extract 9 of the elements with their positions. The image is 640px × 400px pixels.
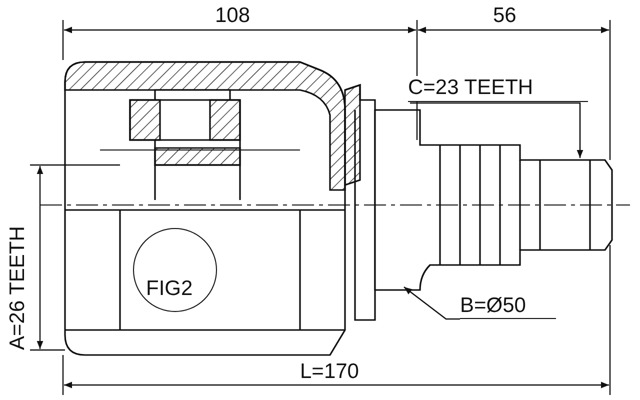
leader-line — [410, 102, 584, 158]
dimension-text: 108 — [215, 4, 250, 28]
callout-text: B=Ø50 — [460, 294, 556, 319]
dimension-text: L=170 — [300, 360, 359, 384]
callout-text: C=23 TEETH — [408, 76, 588, 102]
figure-label: FIG2 — [146, 277, 193, 301]
dimension-text: 56 — [493, 4, 516, 28]
dimension-text: A=26 TEETH — [6, 226, 30, 350]
leader-line — [404, 286, 460, 320]
